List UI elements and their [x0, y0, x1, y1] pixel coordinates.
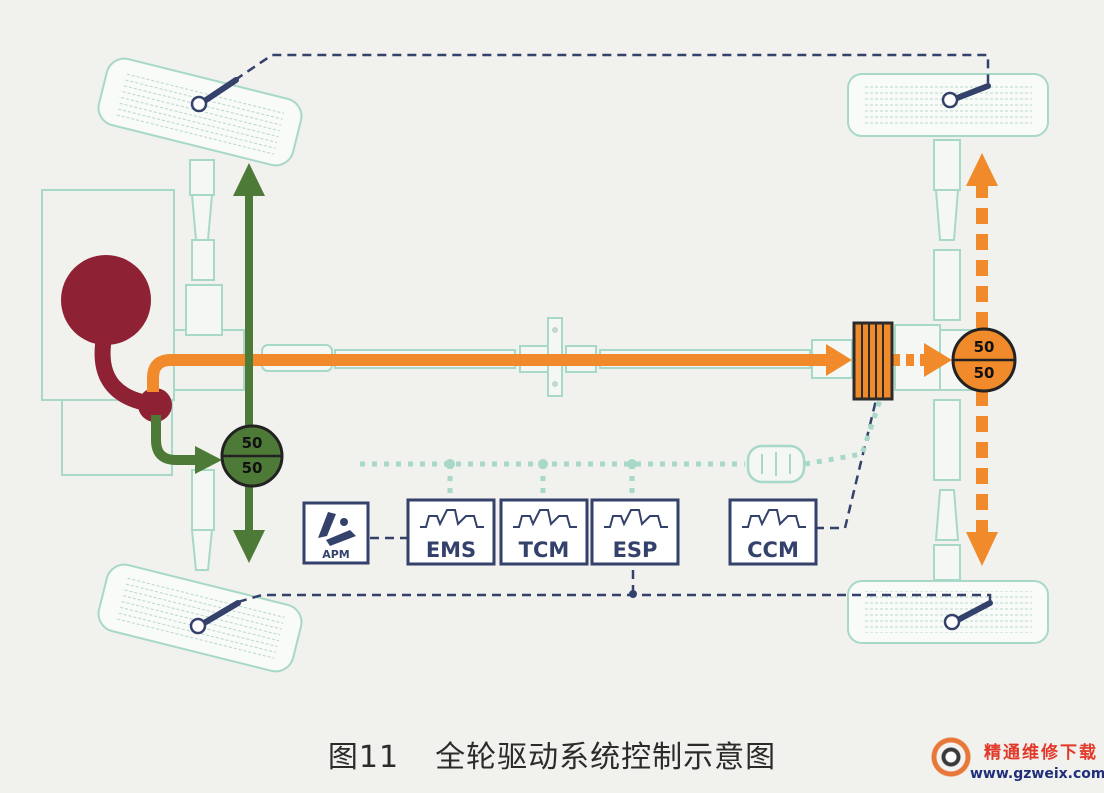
- waveform-icon: [513, 509, 577, 528]
- esp-module: ESP: [590, 498, 680, 566]
- waveform-icon: [742, 509, 806, 528]
- watermark: 精通维修下载 www.gzweix.com: [928, 730, 1104, 788]
- rear-split-top: 50: [974, 338, 995, 356]
- wheel-speed-sensor-rl: [941, 83, 991, 109]
- ems-module: EMS: [406, 498, 496, 566]
- esp-junction-dot: [629, 590, 637, 598]
- front-torque-split-badge: 50 50: [220, 424, 284, 488]
- engine-power-source: [61, 255, 172, 422]
- rear-split-bottom: 50: [974, 364, 995, 382]
- front-split-bottom: 50: [242, 459, 263, 477]
- coupling-actuator: [746, 444, 806, 484]
- waveform-icon: [420, 509, 484, 528]
- ccm-label: CCM: [747, 538, 799, 562]
- front-split-top: 50: [242, 434, 263, 452]
- tcm-label: TCM: [519, 538, 570, 562]
- apm-module: APM: [302, 501, 370, 565]
- watermark-logo-icon: [930, 736, 972, 778]
- bus-node-dot: [627, 459, 637, 469]
- figure-caption: 图11 全轮驱动系统控制示意图: [0, 732, 1104, 776]
- tcm-module: TCM: [499, 498, 589, 566]
- apm-label: APM: [322, 548, 350, 561]
- waveform-icon: [604, 509, 668, 528]
- wheel-speed-sensor-rr: [943, 600, 993, 631]
- shaft-bearing-dot: [552, 327, 558, 333]
- accelerator-pedal-icon: [318, 512, 356, 546]
- control-network-bus: [360, 399, 883, 500]
- wheel-speed-sensor-fl: [190, 77, 239, 113]
- bus-node-dot: [538, 459, 548, 469]
- watermark-url: www.gzweix.com: [970, 766, 1104, 782]
- electronic-coupling: [852, 321, 894, 401]
- watermark-title: 精通维修下载: [984, 743, 1098, 763]
- rear-torque-split-badge: 50 50: [951, 327, 1017, 393]
- figure-title: 全轮驱动系统控制示意图: [435, 740, 777, 775]
- front-axle: [185, 159, 223, 571]
- shaft-bearing-dot: [552, 381, 558, 387]
- rear-right-wheel: [847, 580, 1049, 644]
- bus-node-dot: [445, 459, 455, 469]
- ccm-module: CCM: [728, 498, 818, 566]
- rear-torque-flow: [147, 153, 998, 566]
- ems-label: EMS: [426, 538, 476, 562]
- esp-label: ESP: [613, 538, 658, 562]
- wheel-speed-sensor-fr: [189, 600, 241, 635]
- figure-number: 图11: [327, 740, 400, 775]
